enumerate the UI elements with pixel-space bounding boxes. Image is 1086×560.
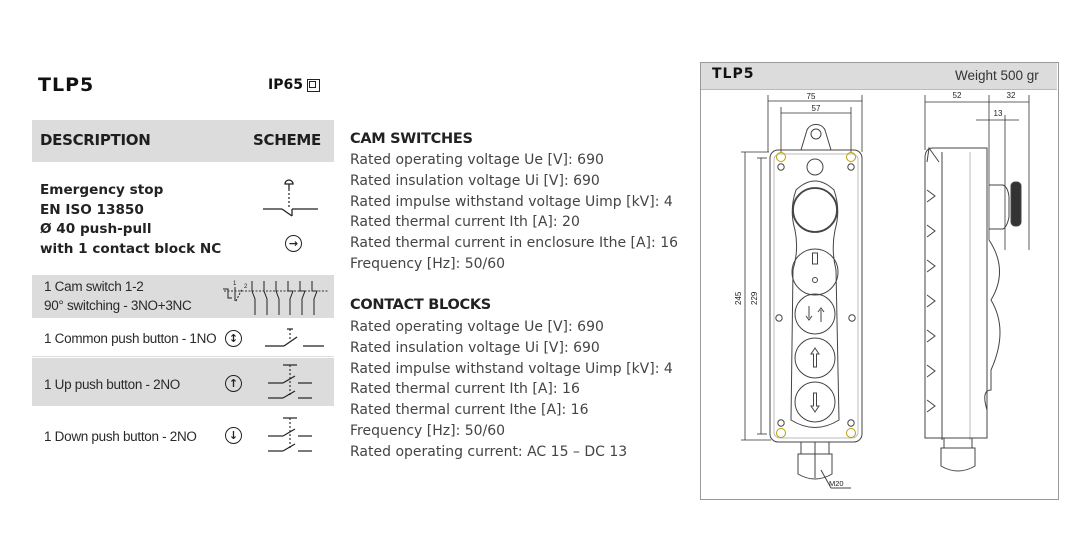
2no-contact-scheme-down [268, 417, 312, 452]
product-title: TLP5 [38, 74, 95, 96]
spec-line: Rated operating voltage Ue [V]: 690 [350, 152, 604, 168]
row-common-push-button: 1 Common push button - 1NO [44, 331, 217, 346]
row-divider [32, 356, 334, 357]
dim-width-inner: 57 [812, 104, 821, 113]
row-line: 1 Cam switch 1-2 [44, 279, 144, 294]
spec-line: Rated operating voltage Ue [V]: 690 [350, 319, 604, 335]
drawing-frame [700, 62, 1059, 500]
drawing-header-bar [701, 63, 1057, 90]
dim-width-outer: 75 [807, 92, 816, 101]
dim-height-outer: 245 [734, 291, 743, 305]
spec-line: Rated insulation voltage Ui [V]: 690 [350, 172, 600, 189]
estop-line: Ø 40 push-pull [40, 221, 152, 237]
ip-rating-label: IP65 [268, 77, 303, 93]
spec-line: Rated impulse withstand voltage Uimp [kV… [350, 360, 673, 377]
cam-switches-title: CAM SWITCHES [350, 131, 473, 147]
row-line: 90° switching - 3NO+3NC [44, 298, 192, 313]
estop-line: EN ISO 13850 [40, 201, 144, 218]
spec-line: Rated thermal current Ith [A]: 16 [350, 381, 580, 398]
rotate-release-icon: → [285, 235, 302, 252]
row-down-push-button: 1 Down push button - 2NO [44, 429, 197, 444]
spec-line: Rated impulse withstand voltage Uimp [kV… [350, 193, 673, 210]
emergency-stop-description: Emergency stop EN ISO 13850 Ø 40 push-pu… [40, 181, 221, 259]
dim-height-inner: 229 [750, 291, 759, 305]
cam-switches-specs: Rated operating voltage Ue [V]: 690 Rate… [350, 150, 678, 275]
estop-line: with 1 contact block NC [40, 240, 222, 257]
2no-contact-scheme-up [268, 364, 312, 399]
drawing-title: TLP5 [712, 66, 755, 82]
table-header-bar [32, 120, 334, 162]
row-cam-switch: 1 Cam switch 1-2 90° switching - 3NO+3NC [44, 277, 192, 315]
header-description: DESCRIPTION [40, 131, 151, 149]
cam-switch-scheme: 1 2 [223, 281, 328, 315]
spec-line: Rated operating current: AC 15 – DC 13 [350, 443, 628, 460]
ip-rating: IP65 [268, 77, 320, 93]
spec-line: Rated thermal current Ith [A]: 20 [350, 214, 580, 231]
spec-line: Frequency [Hz]: 50/60 [350, 255, 506, 272]
cam-label-2: 2 [244, 284, 248, 290]
row-up-push-button: 1 Up push button - 2NO [44, 377, 180, 392]
up-down-arrow-icon: ↕ [225, 330, 242, 347]
drawing-weight: Weight 500 gr [955, 68, 1039, 83]
estop-line: Emergency stop [40, 182, 164, 198]
no-contact-scheme [265, 328, 324, 347]
dim-depth-button: 32 [1007, 91, 1016, 100]
header-scheme: SCHEME [253, 131, 321, 149]
technical-drawing: 75 57 245 229 [734, 91, 1030, 489]
double-insulation-icon [306, 78, 320, 92]
spec-line: Rated thermal current Ithe [A]: 16 [350, 402, 589, 419]
contact-blocks-title: CONTACT BLOCKS [350, 297, 491, 313]
dim-button-offset: 13 [994, 109, 1003, 118]
nc-contact-scheme [263, 179, 318, 217]
front-view [769, 123, 863, 489]
up-arrow-icon: ↑ [225, 375, 242, 392]
spec-line: Rated thermal current in enclosure Ithe … [350, 235, 679, 252]
spec-line: Rated insulation voltage Ui [V]: 690 [350, 339, 600, 356]
spec-line: Frequency [Hz]: 50/60 [350, 422, 506, 439]
down-arrow-icon: ↓ [225, 427, 242, 444]
dim-gland: M20 [829, 479, 844, 488]
row-background-shaded [32, 275, 334, 318]
side-view [924, 146, 1022, 472]
cam-label-1: 1 [233, 281, 237, 287]
contact-blocks-specs: Rated operating voltage Ue [V]: 690 Rate… [350, 317, 673, 463]
dim-depth-body: 52 [953, 91, 962, 100]
